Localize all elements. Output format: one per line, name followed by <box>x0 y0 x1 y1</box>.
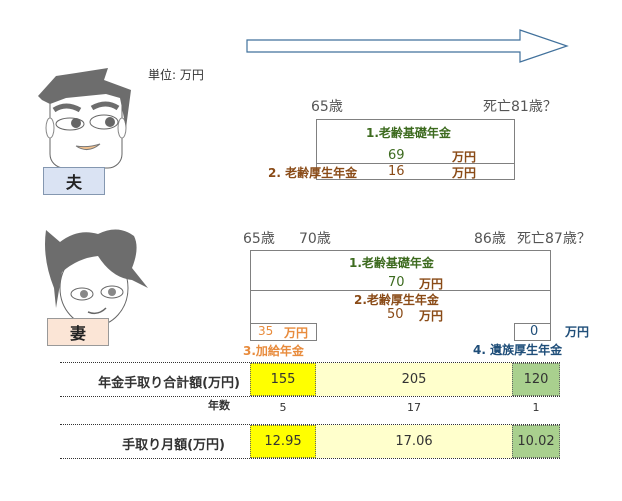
timeline-arrow-icon <box>246 29 569 63</box>
wife-avatar-icon <box>45 229 148 327</box>
total-cell: 205 <box>316 363 512 396</box>
husband-employee-title: 2. 老齢厚生年金 <box>268 166 358 180</box>
years-cell: 17 <box>407 400 421 414</box>
survivor-pension-box <box>514 323 551 341</box>
wife-label: 妻 <box>47 318 109 346</box>
husband-avatar-icon <box>38 68 131 169</box>
survivor-amount: 0 <box>530 324 539 339</box>
wife-basic-title: 1.老齢基礎年金 <box>349 256 434 270</box>
years-cell: 1 <box>532 400 540 414</box>
divider <box>250 290 551 291</box>
survivor-unit: 万円 <box>565 325 590 339</box>
spousal-title: 3.加給年金 <box>243 344 304 358</box>
wife-employee-title: 2.老齢厚生年金 <box>354 293 439 307</box>
husband-basic-unit: 万円 <box>452 150 477 164</box>
wife-basic-amount: 70 <box>388 275 405 290</box>
total-label: 年金手取り合計額(万円) <box>98 376 240 391</box>
total-cell: 120 <box>512 363 560 396</box>
monthly-cell: 10.02 <box>512 425 560 458</box>
husband-age-death: 死亡81歳？ <box>483 99 557 115</box>
monthly-cell: 12.95 <box>250 425 316 458</box>
husband-age-start: 65歳 <box>311 99 343 115</box>
husband-employee-amount: 16 <box>388 164 405 179</box>
years-label: 年数 <box>208 399 230 412</box>
husband-pension-box <box>316 119 515 180</box>
husband-employee-unit: 万円 <box>452 166 477 180</box>
wife-basic-unit: 万円 <box>419 277 444 291</box>
survivor-title: 4. 遺族厚生年金 <box>473 343 563 357</box>
wife-pension-box <box>250 250 551 325</box>
total-cell: 155 <box>250 363 316 396</box>
monthly-cell: 17.06 <box>316 425 512 458</box>
husband-label: 夫 <box>43 167 105 195</box>
monthly-label: 手取り月額(万円) <box>122 438 225 453</box>
wife-age-start: 65歳 <box>243 231 275 247</box>
husband-basic-title: 1.老齢基礎年金 <box>366 126 451 140</box>
divider <box>316 163 515 164</box>
wife-age-86: 86歳 <box>474 231 506 247</box>
wife-age-70: 70歳 <box>299 231 331 247</box>
wife-employee-amount: 50 <box>387 307 404 322</box>
unit-label: 単位: 万円 <box>148 68 204 82</box>
wife-age-death: 死亡87歳？ <box>517 231 591 247</box>
spousal-amount: 35 <box>258 324 274 338</box>
husband-basic-amount: 69 <box>388 148 405 163</box>
wife-employee-unit: 万円 <box>419 309 444 323</box>
spousal-unit: 万円 <box>284 326 309 340</box>
years-cell: 5 <box>279 400 287 414</box>
spousal-allowance-box <box>250 323 317 341</box>
